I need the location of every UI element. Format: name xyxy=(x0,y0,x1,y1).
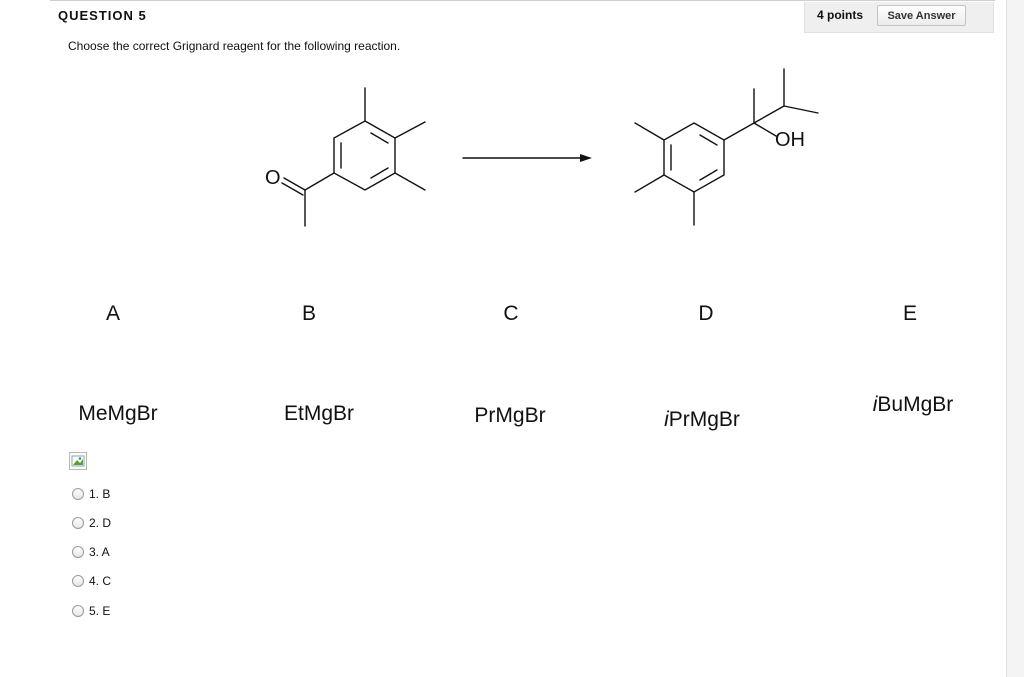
arrow-head xyxy=(580,154,592,162)
reagent-b: EtMgBr xyxy=(284,402,354,426)
save-answer-button[interactable]: Save Answer xyxy=(877,5,966,26)
radio-button[interactable] xyxy=(72,575,84,587)
question-prompt: Choose the correct Grignard reagent for … xyxy=(68,39,401,53)
option-2[interactable]: 2. D xyxy=(72,515,192,531)
reagent-a: MeMgBr xyxy=(78,402,157,426)
radio-button[interactable] xyxy=(72,488,84,500)
question-title: QUESTION 5 xyxy=(58,8,147,23)
reagent-e: iBuMgBr xyxy=(873,393,954,417)
option-label: 3. A xyxy=(89,545,110,559)
option-label: 4. C xyxy=(89,574,112,588)
points-panel: 4 points Save Answer xyxy=(804,2,994,33)
radio-button[interactable] xyxy=(72,546,84,558)
reagent-d: iPrMgBr xyxy=(664,408,740,432)
page-scroll-edge xyxy=(1006,0,1024,677)
reagent-name: PrMgBr xyxy=(474,404,546,427)
reagent-name: EtMgBr xyxy=(283,402,355,425)
reactant-molecule xyxy=(281,87,426,227)
option-3[interactable]: 3. A xyxy=(72,544,192,560)
option-label: 1. B xyxy=(89,487,111,501)
choice-letter-a: A xyxy=(105,302,121,325)
reagent-c: PrMgBr xyxy=(474,404,545,428)
broken-image-icon xyxy=(69,452,87,470)
option-4[interactable]: 4. C xyxy=(72,573,192,589)
reagent-name: PrMgBr xyxy=(668,408,740,431)
top-divider xyxy=(50,0,995,1)
choice-letter-d: D xyxy=(698,302,714,325)
choice-letter-c: C xyxy=(503,302,519,325)
choice-letter-b: B xyxy=(301,302,317,325)
option-1[interactable]: 1. B xyxy=(72,486,192,502)
option-5[interactable]: 5. E xyxy=(72,603,192,619)
option-label: 2. D xyxy=(89,516,112,530)
option-label: 5. E xyxy=(89,604,111,618)
reaction-scheme: O OH xyxy=(265,68,819,227)
radio-button[interactable] xyxy=(72,517,84,529)
reagent-prefix: i xyxy=(664,408,669,431)
carbonyl-oxygen-label: O xyxy=(265,167,281,189)
choice-letter-e: E xyxy=(902,302,918,325)
radio-button[interactable] xyxy=(72,605,84,617)
hydroxyl-label: OH xyxy=(775,129,805,151)
reagent-name: BuMgBr xyxy=(877,393,954,416)
reagent-prefix: i xyxy=(872,393,878,416)
points-value: 4 points xyxy=(817,8,864,22)
broken-image-glyph xyxy=(71,455,85,467)
product-molecule xyxy=(634,68,819,226)
reagent-name: MeMgBr xyxy=(78,402,158,425)
